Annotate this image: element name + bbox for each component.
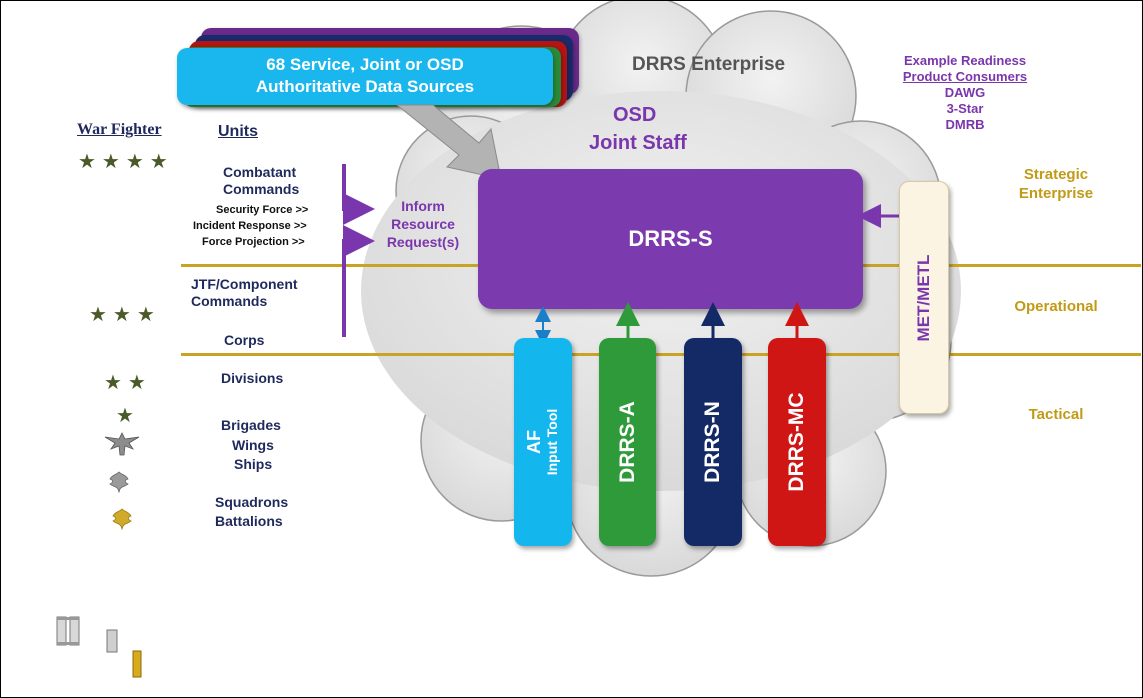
drrs-n-column: DRRS-N: [684, 338, 742, 546]
consumers-title-line2: Product Consumers: [902, 69, 1028, 84]
brigades-label: Brigades: [221, 417, 281, 433]
inform-line2: Resource: [391, 216, 455, 232]
drrs-a-column: DRRS-A: [599, 338, 656, 546]
drrs-mc-column: DRRS-MC: [768, 338, 826, 546]
strategic-label-line2: Enterprise: [1018, 185, 1094, 202]
drrs-mc-label: DRRS-MC: [785, 392, 808, 492]
jtf-component-line2: Commands: [191, 293, 268, 309]
af-label: AF: [524, 430, 544, 455]
tactical-band-line: [181, 353, 1141, 356]
drrs-a-label: DRRS-A: [615, 401, 639, 483]
combatant-commands-line1: Combatant: [223, 164, 297, 180]
af-input-tool-label: AF Input Tool: [524, 408, 561, 476]
four-star-rank: ★★★★: [78, 151, 174, 173]
strategic-label-line1: Strategic: [1023, 166, 1089, 183]
combatant-commands-line2: Commands: [223, 181, 300, 197]
officer-bars-icon: [56, 616, 142, 678]
divisions-label: Divisions: [221, 370, 284, 386]
drrs-n-label: DRRS-N: [701, 401, 724, 483]
ships-label: Ships: [234, 456, 273, 472]
three-star-rank: ★★★: [89, 304, 161, 326]
operational-label: Operational: [1014, 298, 1098, 315]
af-input-tool-column: AF Input Tool: [514, 338, 572, 546]
inform-line3: Request(s): [386, 234, 460, 250]
units-label: Units: [218, 123, 258, 140]
role-force-projection: Force Projection >>: [202, 236, 305, 248]
tactical-label: Tactical: [1028, 406, 1084, 423]
data-sources-line2: Authoritative Data Sources: [255, 77, 475, 96]
inform-line1: Inform: [401, 198, 445, 214]
role-security-force: Security Force >>: [216, 204, 309, 216]
consumer-dmrb: DMRB: [945, 117, 985, 132]
wings-label: Wings: [232, 437, 274, 453]
joint-staff-label: Joint Staff: [589, 132, 687, 154]
met-metl-label: MET/METL: [914, 254, 933, 341]
drrs-s-label: DRRS-S: [628, 226, 713, 251]
data-sources-box: 68 Service, Joint or OSD Authoritative D…: [177, 48, 553, 105]
corps-label: Corps: [224, 332, 265, 348]
drrs-s-box: DRRS-S: [478, 169, 863, 309]
gold-oak-leaf-icon: [112, 508, 132, 531]
squadrons-label: Squadrons: [215, 494, 289, 510]
met-metl-column: MET/METL: [899, 181, 949, 414]
osd-label: OSD: [613, 104, 657, 126]
silver-oak-leaf-icon: [109, 471, 129, 494]
one-star-rank: ★: [116, 405, 140, 427]
consumer-dawg: DAWG: [944, 85, 986, 100]
battalions-label: Battalions: [215, 513, 283, 529]
colonel-eagle-icon: [104, 432, 140, 456]
two-star-rank: ★★: [104, 372, 152, 394]
war-fighter-label: War Fighter: [77, 121, 162, 138]
role-incident-response: Incident Response >>: [193, 220, 307, 232]
input-tool-label: Input Tool: [544, 408, 560, 476]
jtf-component-line1: JTF/Component: [191, 276, 298, 292]
consumer-3-star: 3-Star: [946, 101, 984, 116]
consumers-title-line1: Example Readiness: [903, 53, 1027, 68]
drrs-enterprise-title: DRRS Enterprise: [632, 54, 786, 75]
data-sources-line1: 68 Service, Joint or OSD: [266, 55, 464, 74]
